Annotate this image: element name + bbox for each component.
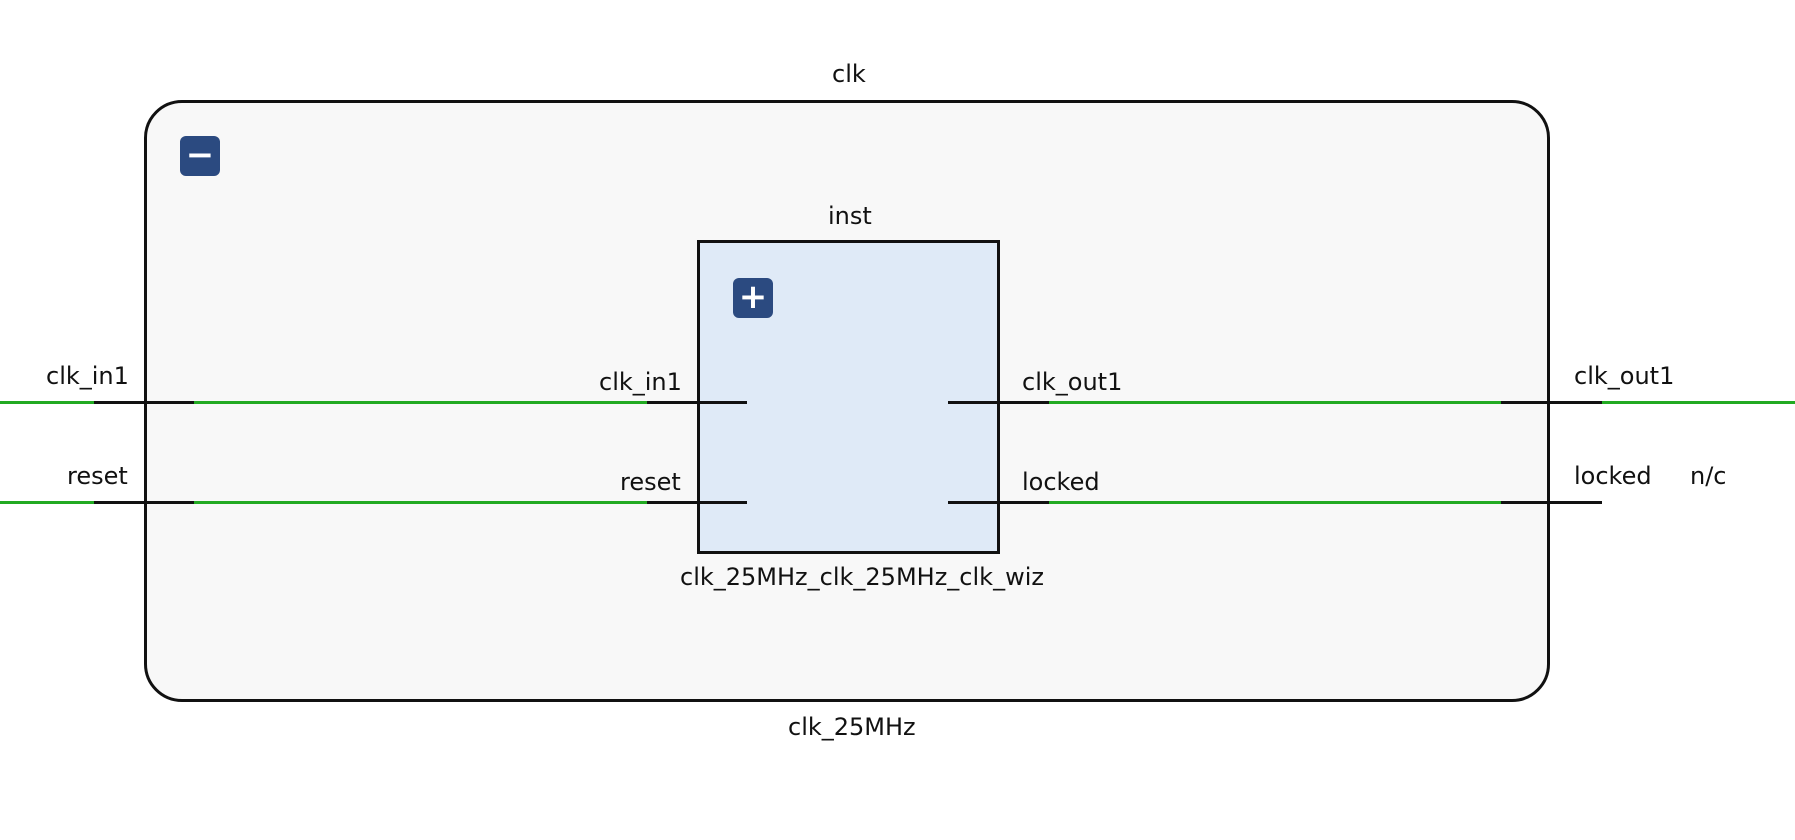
pin-outer-clk-in1[interactable]	[94, 401, 194, 404]
net-reset-internal[interactable]	[194, 501, 647, 504]
expand-button[interactable]: +	[733, 278, 773, 318]
collapse-button[interactable]: −	[180, 136, 220, 176]
inner-port-label-locked: locked	[1022, 468, 1100, 496]
inner-port-label-clk-out1: clk_out1	[1022, 368, 1123, 396]
net-clk-out1-internal[interactable]	[1049, 401, 1501, 404]
inner-port-label-reset: reset	[620, 468, 681, 496]
outer-instance-label: clk	[832, 60, 866, 88]
inner-port-label-clk-in1: clk_in1	[599, 368, 682, 396]
net-clk-in1-internal[interactable]	[194, 401, 647, 404]
inner-instance-label: inst	[828, 202, 872, 230]
expand-icon: +	[738, 277, 768, 317]
pin-inner-clk-in1[interactable]	[647, 401, 747, 404]
pin-outer-reset[interactable]	[94, 501, 194, 504]
outer-port-label-clk-out1: clk_out1	[1574, 362, 1675, 390]
pin-inner-reset[interactable]	[647, 501, 747, 504]
outer-module-label: clk_25MHz	[788, 713, 916, 741]
inner-module-label: clk_25MHz_clk_25MHz_clk_wiz	[680, 563, 1044, 591]
pin-outer-locked[interactable]	[1501, 501, 1602, 504]
no-connect-label: n/c	[1690, 462, 1727, 490]
outer-port-label-locked: locked	[1574, 462, 1652, 490]
net-clk-out1-external[interactable]	[1602, 401, 1795, 404]
outer-port-label-reset: reset	[67, 462, 128, 490]
pin-outer-clk-out1[interactable]	[1501, 401, 1602, 404]
net-locked-internal[interactable]	[1049, 501, 1501, 504]
net-reset-external[interactable]	[0, 501, 94, 504]
pin-inner-clk-out1[interactable]	[948, 401, 1049, 404]
collapse-icon: −	[185, 135, 215, 175]
net-clk-in1-external[interactable]	[0, 401, 94, 404]
outer-port-label-clk-in1: clk_in1	[46, 362, 129, 390]
pin-inner-locked[interactable]	[948, 501, 1049, 504]
